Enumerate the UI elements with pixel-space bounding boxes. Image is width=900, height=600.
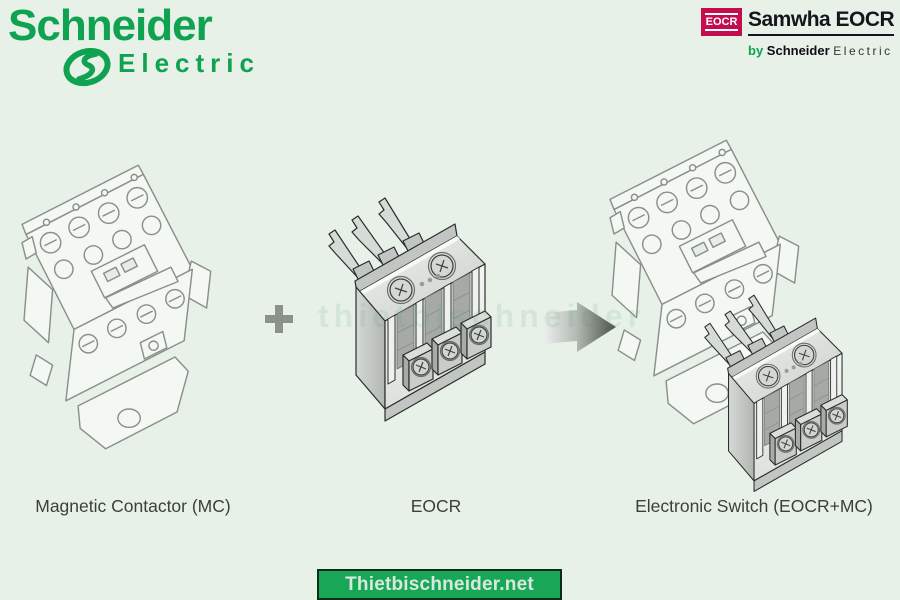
label-electronic-switch: Electronic Switch (EOCR+MC) xyxy=(635,496,873,516)
schneider-logo-division: Electric xyxy=(118,48,260,78)
eocr-badge: EOCR xyxy=(701,8,742,36)
byline-by: by xyxy=(748,43,764,58)
schneider-logo-mark-icon xyxy=(63,47,111,87)
combined-illustration xyxy=(609,139,848,493)
contactor-illustration xyxy=(21,164,212,450)
byline-brand: Schneider xyxy=(766,43,830,58)
website-banner[interactable]: Thietbischneider.net xyxy=(317,569,562,600)
label-magnetic-contactor: Magnetic Contactor (MC) xyxy=(35,496,231,516)
byline-suffix: Electric xyxy=(833,44,893,58)
arrow-icon xyxy=(543,302,616,352)
samwha-divider xyxy=(748,34,894,36)
schneider-logo: Schneider Electric xyxy=(8,4,268,94)
eocr-badge-text: EOCR xyxy=(704,12,739,32)
website-banner-text: Thietbischneider.net xyxy=(345,573,534,595)
samwha-byline: by Schneider Electric xyxy=(748,43,893,58)
samwha-logo: EOCR Samwha EOCR by Schneider Electric xyxy=(698,5,898,65)
label-eocr: EOCR xyxy=(410,496,462,516)
eocr-illustration xyxy=(328,197,492,422)
schneider-logo-name: Schneider xyxy=(8,1,213,50)
samwha-title: Samwha EOCR xyxy=(748,8,895,31)
